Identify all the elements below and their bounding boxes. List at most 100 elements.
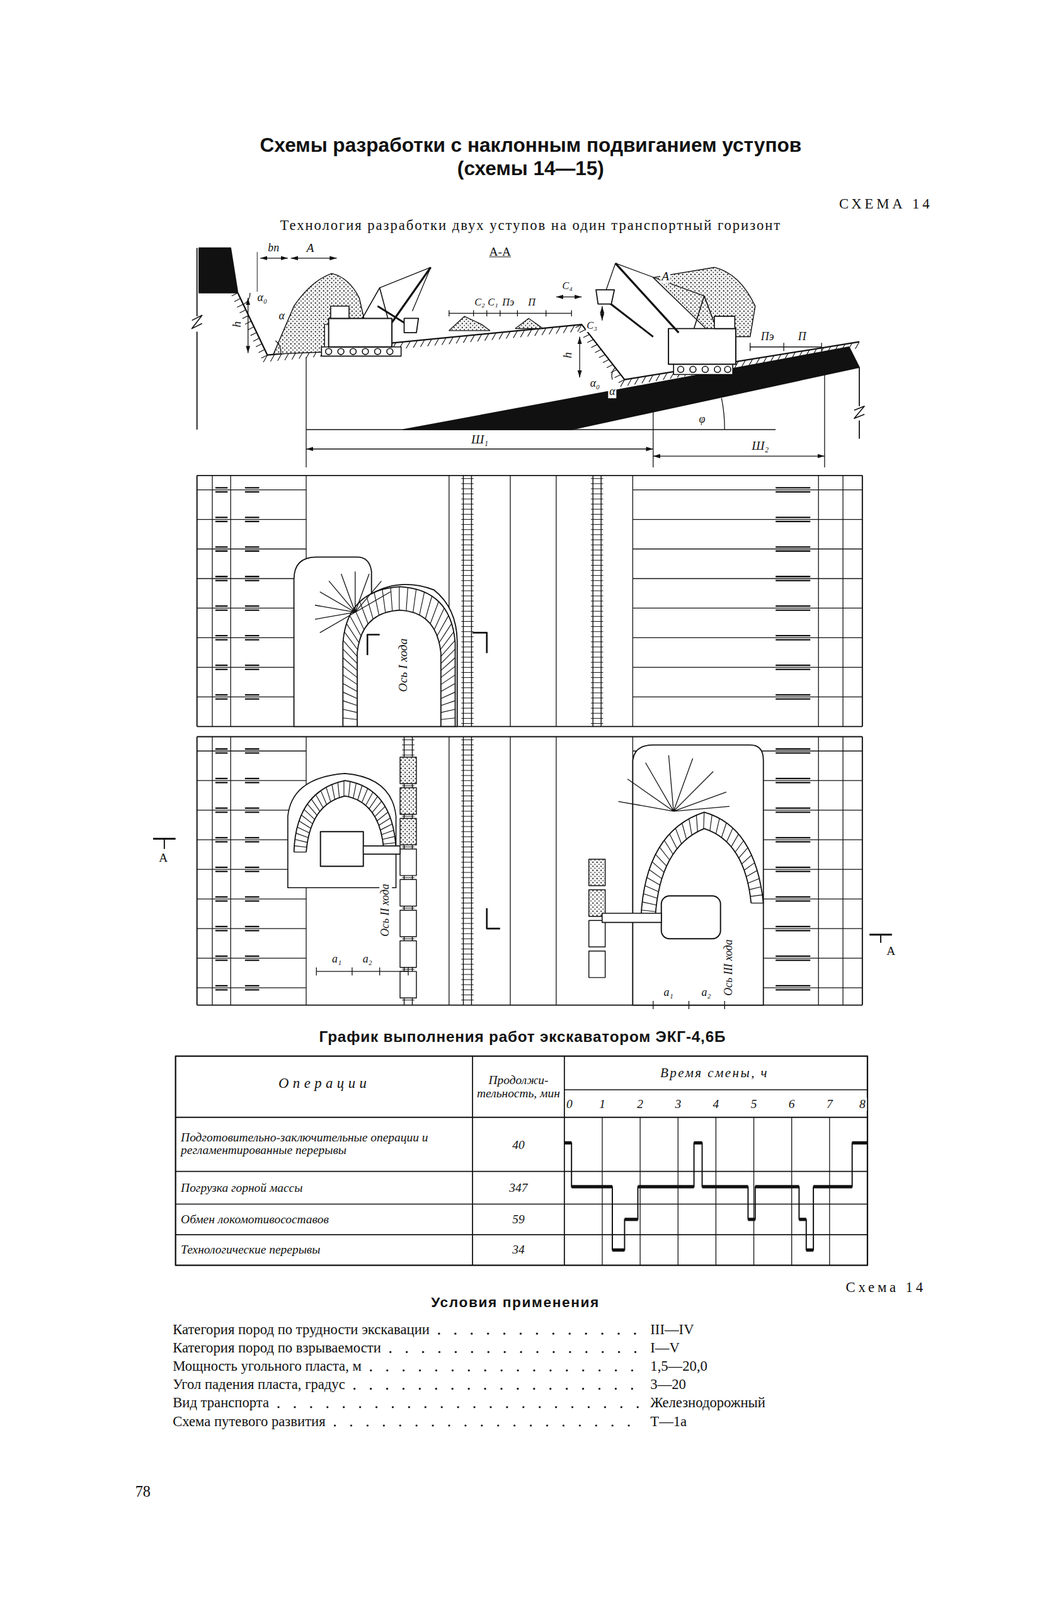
leader-dot xyxy=(587,1406,590,1409)
block-line xyxy=(632,475,634,727)
leader-dot xyxy=(468,1369,470,1372)
leader-dot xyxy=(571,1406,574,1409)
excavator-plan xyxy=(320,831,364,867)
hour-label: 7 xyxy=(825,1097,835,1111)
schedule-bar xyxy=(747,1217,755,1221)
angle-arc xyxy=(243,292,251,305)
dimension-line xyxy=(653,455,825,457)
muck-pile xyxy=(653,267,756,337)
break-mark xyxy=(854,406,865,419)
hour-label: 4 xyxy=(711,1097,721,1111)
hour-gridline xyxy=(601,1117,603,1266)
table-cell: 347 xyxy=(507,1181,529,1195)
leader-dot xyxy=(614,1369,617,1372)
leader-dot xyxy=(489,1406,492,1409)
block-line xyxy=(555,475,557,727)
block-line xyxy=(196,737,198,1006)
leader-dot xyxy=(333,1424,336,1427)
frame-line xyxy=(858,367,860,407)
schedule-bar xyxy=(624,1217,638,1221)
excavator-rope xyxy=(615,263,705,297)
dimension-line xyxy=(291,257,338,259)
leader-dot xyxy=(451,1369,454,1372)
rail-car xyxy=(400,910,417,937)
leader-dot xyxy=(582,1369,584,1372)
leader-dot xyxy=(483,1387,486,1390)
table-cell: 34 xyxy=(510,1243,526,1257)
hour-label: 0 xyxy=(565,1097,574,1111)
sleepers xyxy=(461,739,474,1000)
hour-gridline xyxy=(639,1117,641,1266)
dimension-label: h xyxy=(560,350,574,360)
table-rule xyxy=(564,1089,868,1091)
dimension-label: С₂ xyxy=(473,297,486,309)
leader-dot xyxy=(415,1424,418,1427)
excavator-cab xyxy=(714,316,735,329)
excavator-body xyxy=(668,328,736,365)
sleepers xyxy=(590,478,603,724)
condition-value: Т—1а xyxy=(648,1413,688,1430)
rail-car xyxy=(400,879,417,906)
leader-dot xyxy=(532,1369,535,1372)
schedule-bar xyxy=(755,1185,800,1189)
schedule-bar xyxy=(702,1185,749,1189)
face-outline xyxy=(342,586,455,727)
dimension-line xyxy=(316,970,409,972)
block-line xyxy=(509,475,511,727)
leader-dot xyxy=(516,1369,519,1372)
leader-dot xyxy=(277,1406,280,1409)
leader-dot xyxy=(529,1424,532,1427)
extension-line xyxy=(305,357,307,468)
leader-dot xyxy=(369,1369,372,1372)
block-line xyxy=(842,737,843,1006)
block-line xyxy=(211,475,213,727)
excavator-frame xyxy=(694,296,717,329)
leader-dot xyxy=(471,1351,474,1354)
dimension-ticks xyxy=(316,967,409,976)
leader-dot xyxy=(402,1369,405,1372)
leader-dot xyxy=(402,1387,405,1390)
leader-dot xyxy=(435,1387,438,1390)
dimension-line xyxy=(601,306,603,321)
condition-name: Угол падения пласта, градус xyxy=(171,1377,347,1393)
table-rule xyxy=(175,1203,868,1206)
schedule-bar xyxy=(637,1185,694,1189)
angle-arc xyxy=(611,367,616,380)
rail-car xyxy=(589,951,606,978)
table-rule xyxy=(563,1056,566,1266)
leader-dot xyxy=(418,1387,421,1390)
leader-dot xyxy=(353,1387,356,1390)
leader-dot xyxy=(422,1351,424,1354)
excavator-rope xyxy=(412,267,431,312)
dimension-label: Пэ xyxy=(500,297,516,309)
dimension-label: Ш₂ xyxy=(750,439,770,453)
hour-gridline xyxy=(715,1117,717,1266)
leader-dot xyxy=(447,1424,450,1427)
rail xyxy=(471,737,472,1006)
condition-name: Схема путевого развития xyxy=(171,1413,327,1430)
dimension-label: h xyxy=(229,320,244,329)
schedule-bar xyxy=(564,1141,572,1145)
condition-name: Категория пород по взрываемости xyxy=(171,1340,383,1357)
leader-dot xyxy=(568,1333,571,1335)
leader-dot xyxy=(601,1333,603,1335)
leader-dot xyxy=(454,1333,457,1335)
dimension-line xyxy=(449,313,572,314)
table-cell: 59 xyxy=(510,1212,526,1226)
dimension-label: α xyxy=(607,385,617,399)
block-line xyxy=(842,475,843,727)
table-cell: Технологические перерывы xyxy=(179,1243,322,1257)
schedule-bar xyxy=(852,1141,868,1145)
condition-name: Категория пород по трудности экскавации xyxy=(171,1321,431,1338)
frame-line xyxy=(196,331,198,430)
dimension-label: φ xyxy=(698,413,707,426)
leader-dot xyxy=(470,1333,473,1335)
leader-dot xyxy=(487,1351,490,1354)
rail xyxy=(463,737,464,1006)
leader-dot xyxy=(585,1333,588,1335)
dimension-ticks xyxy=(653,1001,725,1010)
coal-seam xyxy=(403,347,860,430)
excavator-bucket xyxy=(404,318,419,333)
scheme-number: Схема 14 xyxy=(844,1280,927,1296)
